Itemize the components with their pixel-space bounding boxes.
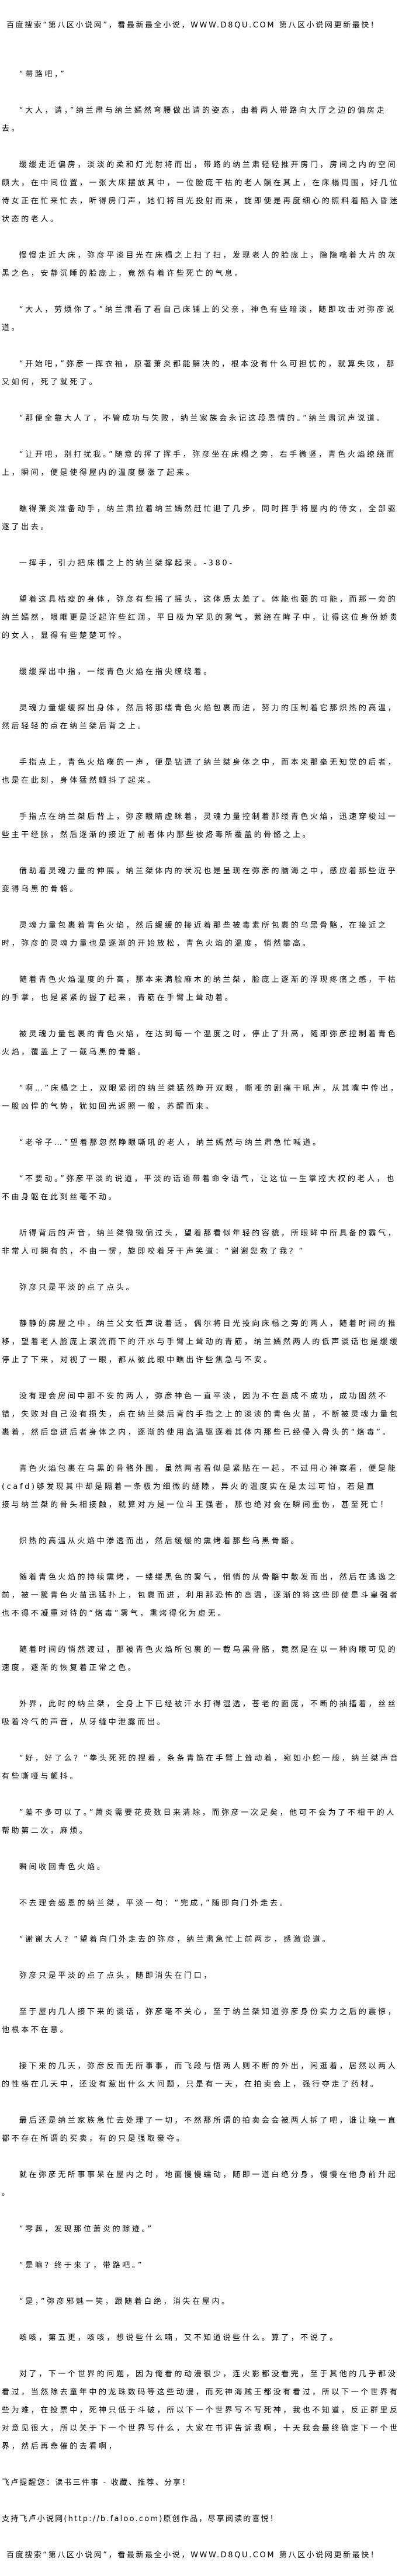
story-paragraph: “好，好了么？”拳头死死的捏着，条条青筋在手臂上耸动着，宛如小蛇一般，纳兰桀声音… [2,1754,400,1781]
story-paragraph: “那便全靠大人了，不管成功与失败，纳兰家族会永记这段恩情的。”纳兰肃沉声说道。 [19,414,387,423]
story-paragraph: 对了，下一个世界的问题，因为俺看的动漫很少，连火影都没看完，至于其他的几乎都没看… [2,2370,400,2451]
story-paragraph: “让开吧，别打扰我。”随意的挥了挥手，弥彦坐在床榻之旁，右手微竖，青色火焰缭绕而… [2,450,396,477]
story-paragraph: 随着青色火焰的持续熏烤，一缕缕黑色的雾气，悄悄的从骨骼中散发而出，然后在逃逸之前… [2,1573,400,1618]
story-paragraph: 至于屋内几人接下来的谈话，弥彦毫不关心，至于纳兰桀知道弥彦身份实力之后的震惊，他… [2,2008,398,2035]
story-paragraph: 缓缓探出中指，一缕青色火焰在指尖缭绕着。 [19,668,213,676]
story-paragraph: 借助着灵魂力量的伸展，纳兰桀体内的状况也是呈现在弥彦的脑海之中，感应着那些近乎变… [2,867,398,894]
story-paragraph: 外界，此时的纳兰桀，全身上下已经被汗水打得湿透，苍老的面庞，不断的抽搐着，丝丝吸… [2,1700,398,1727]
story-paragraph: “零葬，发现那位萧炎的踪迹。” [19,2225,154,2234]
story-paragraph: 就在弥彦无所事事呆在屋内之时，地面慢慢蠕动，随即一道白绝分身，慢慢在他身前升起 … [2,2171,398,2197]
story-paragraph: “大人，劳烦你了。”纳兰肃看了看自己床铺上的父亲，神色有些暗淡，随即攻击对弥彦说… [2,305,396,332]
reminder-note: 飞卢提醒您：读书三件事 - 收藏、推荐、分享！ [2,2478,191,2487]
story-paragraph: 最后还是纳兰家族急忙去处理了一切，不然那所谓的拍卖会会被两人拆了吧，谁让晓一直都… [2,2116,398,2143]
story-paragraph: “开始吧，”弥彦一挥衣袖，原著萧炎都能解决的，根本没有什么可担忧的，就算失败，那… [2,360,396,387]
story-paragraph: 手指点上，青色火焰噗的一声，便是钻进了纳兰桀身体之中，而本来那毫无知觉的后者，也… [2,758,398,785]
chapter-body: “带路吧，” “大人，请，”纳兰肃与纳兰嫣然弯腰做出请的姿态，由着两人带路向大厅之… [2,65,400,2456]
story-paragraph: 静静的房屋之中，纳兰父女低声说着话，偶尔将目光投向床榻之旁的两人，随着时间的推移… [2,1320,400,1365]
story-paragraph: “不要动。”弥彦平淡的说道，平淡的话语带着命令语气，让这位一生掌控大权的老人，也… [2,1175,396,1202]
story-paragraph: 灵魂力量包裹着青色火焰，然后缓缓的接近着那些被毒素所包裹的乌黑骨骼，在接近之时，… [2,921,388,948]
story-paragraph: 弥彦只是平淡的点了点头。 [19,1283,136,1292]
story-paragraph: “是嘛？终于来了，带路吧。” [19,2261,144,2270]
story-paragraph: “大人，请，”纳兰肃与纳兰嫣然弯腰做出请的姿态，由着两人带路向大厅之边的偏房走去… [2,106,387,133]
story-paragraph: 弥彦只是平淡的点了点头，随即消失在门口， [19,1971,213,1980]
story-paragraph: 不去理会感恩的纳兰桀，平淡一句：“完成，”随即向门外走去。 [19,1899,290,1908]
story-paragraph: 随着时间的悄然渡过，那被青色火焰所包裹的一截乌黑骨骼，竟然是在以一种肉眼可见的速… [2,1645,398,1672]
story-paragraph: 青色火焰包裹在乌黑的骨骼外围，虽然两者看似是紧贴在一起，不过用心神察看，便是能(… [2,1464,398,1509]
story-paragraph: “带路吧，” [19,70,67,79]
story-paragraph: 望着这具枯瘦的身体，弥彦有些摇了摇头，这体质太差了。体能也弱的可能，而那一旁的纳… [2,595,400,640]
story-paragraph: 咳咳，第五更，咳咳，想说些什么喃，又不知道说些什么。算了，不说了。 [19,2334,339,2342]
story-paragraph: “谢谢大人？”望着向门外走去的弥彦，纳兰肃急忙上前两步，感激说道。 [19,1935,332,1944]
story-paragraph: 瞬间收回青色火焰。 [19,1863,107,1872]
story-paragraph: 慢慢走近大床，弥彦平淡目光在床榻之上扫了扫，发现老人的脸庞上，隐隐噙着大片的灰黑… [2,251,398,278]
site-banner-bottom: 百度搜索“第八区小说网”，看最新最全小说，WWW.D8QU.COM 第八区小说网… [6,2551,380,2560]
story-paragraph: 一挥手，引力把床榻之上的纳兰桀撑起来。-380- [19,559,234,568]
story-paragraph: “老爷子…”望着那忽然睁眼嘶吼的老人，纳兰嫣然与纳兰肃急忙喊道。 [19,1138,323,1147]
story-paragraph: “啊…”床榻之上，双眼紧闭的纳兰桀猛然睁开双眼，嘶哑的剧痛干吼声，从其嘴中传出，… [2,1084,400,1111]
story-paragraph: “是，”弥彦邪魅一笑，跟随着白绝，消失在屋内。 [19,2297,231,2306]
story-paragraph: 听得背后的声音，纳兰桀微微偏过头，望着那看似年轻的容貌，所眼眸中所具备的霸气，非… [2,1229,398,1256]
story-paragraph: 炽热的高温从火焰中渗透而出，然后缓缓的熏烤着那些乌黑骨骼。 [19,1537,301,1546]
story-paragraph: 被灵魂力量包裹的青色火焰，在达到每一个温度之时，停止了升高，随即弥彦控制着青色火… [2,1030,398,1057]
story-paragraph: 随着青色火焰温度的升高，那本来满脸麻木的纳兰桀，脸庞上逐渐的浮现疼痛之感，干枯的… [2,975,398,1002]
support-note: 支持飞卢小说网(http://b.faloo.com)原创作品，尽享阅读的喜悦！ [2,2515,279,2523]
story-paragraph: 没有理会房间中那不安的两人，弥彦神色一直平淡，因为不在意成不成功，成功固然不错，… [2,1392,400,1437]
site-banner-top: 百度搜索“第八区小说网”，看最新最全小说，WWW.D8QU.COM 第八区小说网… [6,21,380,30]
story-paragraph: 手指点在纳兰桀后背上，弥彦眼睛虚眯着，灵魂力量控制着那缕青色火焰，迅速穿梭过一些… [2,813,398,839]
story-paragraph: ”差不多可以了。”萧炎需要花费数日来清除，而弥彦一次足矣，他可不会为了不相干的人… [2,1808,396,1835]
story-paragraph: 瞧得萧炎准备动手，纳兰肃拉着纳兰嫣然赶忙退了几步，同时挥手将屋内的侍女，全部驱逐… [2,505,398,532]
story-paragraph: 接下来的几天，弥彦反而无所事事，而飞段与悟两人则不断的外出，闲逛着，居然以两人的… [2,2062,398,2089]
story-paragraph: 缓缓走近偏房，淡淡的柔和灯光射将而出，带路的纳兰肃轻轻推开房门，房间之内的空间颇… [2,161,400,224]
story-paragraph: 灵魂力量缓缓探出身体，然后将那缕青色火焰包裹而进，努力的压制着它那炽热的高温，然… [2,704,398,731]
